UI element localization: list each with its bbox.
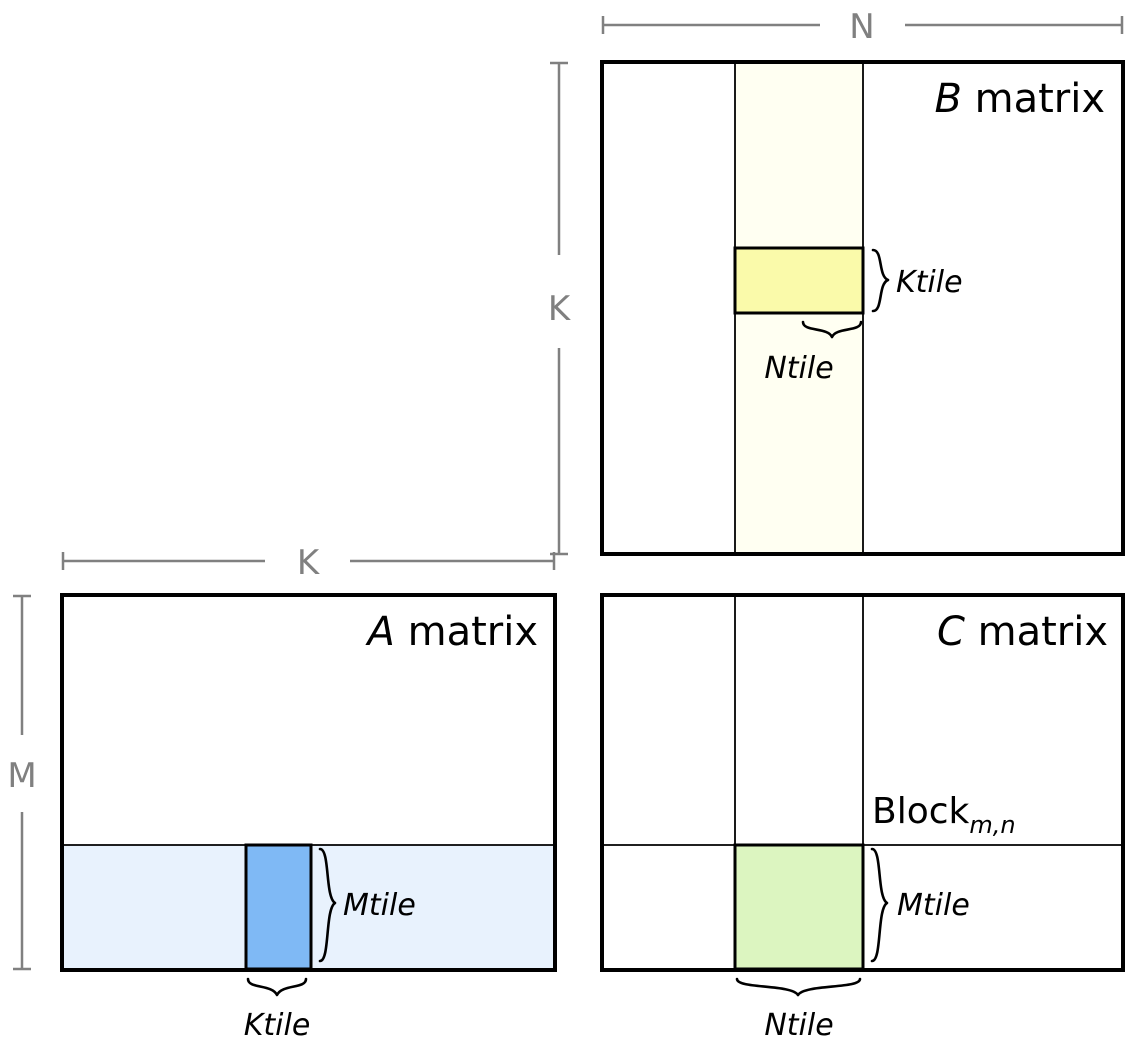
c-matrix-block-label: Blockm,n xyxy=(872,791,1016,839)
dimension-bracket-icon xyxy=(61,552,265,570)
c-matrix-mtile-annotation: Mtile xyxy=(870,847,970,963)
c-matrix-ntile-label: Ntile xyxy=(764,1008,833,1043)
b-matrix-label-word: matrix xyxy=(962,76,1105,122)
c-matrix-label-symbol: C xyxy=(937,609,965,655)
c-matrix-mtile-label: Mtile xyxy=(897,888,970,923)
right-curly-brace-icon xyxy=(871,248,890,313)
dimension-bracket-icon xyxy=(905,16,1124,34)
c-matrix-block-subscript: m,n xyxy=(969,811,1015,839)
dimension-label-m: M xyxy=(7,756,36,796)
b-matrix: B matrix xyxy=(600,60,1125,556)
dimension-bracket-k-horizontal: K xyxy=(61,543,556,583)
right-curly-brace-icon xyxy=(318,847,337,963)
a-matrix-ktile-label: Ktile xyxy=(244,1008,311,1043)
dimension-bracket-icon xyxy=(550,348,568,556)
dimension-bracket-m: M xyxy=(7,594,37,971)
dimension-bracket-k-vertical: K xyxy=(548,61,572,556)
a-matrix-label-word: matrix xyxy=(395,609,538,655)
a-matrix: A matrix xyxy=(60,593,557,972)
b-matrix-label: B matrix xyxy=(934,76,1105,122)
down-curly-brace-icon xyxy=(735,977,862,997)
dimension-bracket-icon xyxy=(13,812,31,971)
a-matrix-tile-highlight xyxy=(244,843,313,971)
a-matrix-label: A matrix xyxy=(365,609,538,655)
a-matrix-mtile-annotation: Mtile xyxy=(318,847,416,963)
a-matrix-mtile-label: Mtile xyxy=(343,888,416,923)
b-matrix-ntile-annotation: Ntile xyxy=(764,320,863,386)
a-matrix-ktile-annotation: Ktile xyxy=(244,977,311,1043)
dimension-bracket-n: N xyxy=(601,7,1124,47)
dimension-bracket-icon xyxy=(550,61,568,255)
dimension-bracket-icon xyxy=(601,16,820,34)
c-matrix: C matrix Blockm,n xyxy=(600,593,1125,972)
b-matrix-label-symbol: B xyxy=(934,76,961,122)
c-matrix-label: C matrix xyxy=(937,609,1108,655)
down-curly-brace-icon xyxy=(801,320,863,339)
b-matrix-ktile-label: Ktile xyxy=(896,265,963,300)
c-matrix-ntile-annotation: Ntile xyxy=(735,977,862,1043)
a-matrix-label-symbol: A xyxy=(365,609,395,655)
dimension-label-k-vertical: K xyxy=(548,289,572,329)
dimension-bracket-icon xyxy=(350,552,556,570)
dimension-bracket-icon xyxy=(13,594,31,735)
b-matrix-ntile-label: Ntile xyxy=(764,351,833,386)
c-matrix-label-word: matrix xyxy=(965,609,1108,655)
dimension-label-k-horizontal: K xyxy=(297,543,321,583)
b-matrix-ktile-annotation: Ktile xyxy=(871,248,963,313)
down-curly-brace-icon xyxy=(246,977,308,997)
c-matrix-tile-highlight xyxy=(733,843,865,971)
b-matrix-tile-highlight xyxy=(733,246,865,315)
dimension-label-n: N xyxy=(849,7,874,47)
right-curly-brace-icon xyxy=(870,847,889,963)
c-matrix-block-base: Block xyxy=(872,791,970,832)
